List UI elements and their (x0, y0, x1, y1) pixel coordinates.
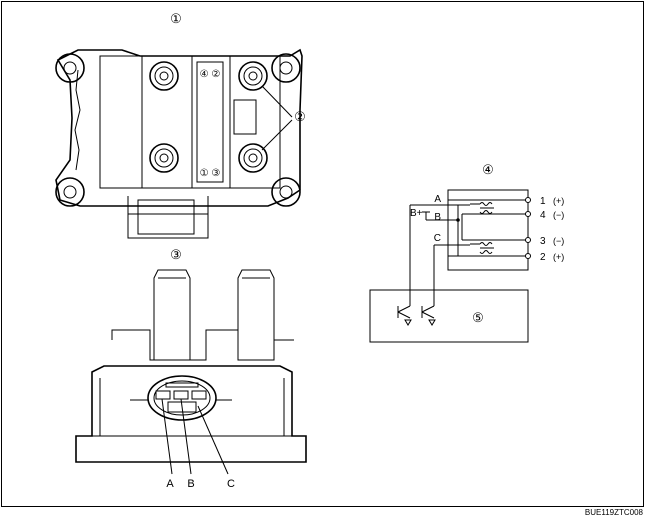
output-2-sign: (+) (553, 252, 564, 262)
output-3-num: 3 (540, 236, 546, 247)
coil-circuit-diagram: ④ A B C B+ (369, 162, 564, 343)
callout-3: ③ (170, 247, 182, 262)
output-4-num: 4 (540, 210, 546, 221)
output-1-num: 1 (540, 196, 546, 207)
callout-4: ④ (482, 162, 494, 177)
output-1-sign: (+) (553, 196, 564, 206)
output-2-num: 2 (540, 252, 546, 263)
supply-label: B+ (410, 208, 423, 219)
coil-top-view: ① ④ ② ① ③ ② (55, 11, 306, 239)
output-3-sign: (−) (553, 236, 564, 246)
figure-code: BUE119ZTC008 (585, 508, 644, 517)
callout-2: ② (294, 109, 306, 124)
input-label-A: A (434, 194, 441, 205)
input-label-C: C (434, 233, 441, 244)
connector-label-C: C (227, 478, 235, 490)
connector-label-B: B (187, 478, 194, 490)
input-label-B: B (434, 212, 441, 223)
figure-frame (1, 1, 644, 507)
callout-1: ① (170, 11, 182, 26)
coil-side-view: ③ A B C (75, 247, 307, 490)
output-4-sign: (−) (553, 210, 564, 220)
connector-label-A: A (166, 478, 174, 490)
terminal-marks-upper: ④ ② (200, 69, 221, 80)
callout-5: ⑤ (472, 310, 484, 325)
terminal-marks-lower: ① ③ (200, 168, 221, 179)
